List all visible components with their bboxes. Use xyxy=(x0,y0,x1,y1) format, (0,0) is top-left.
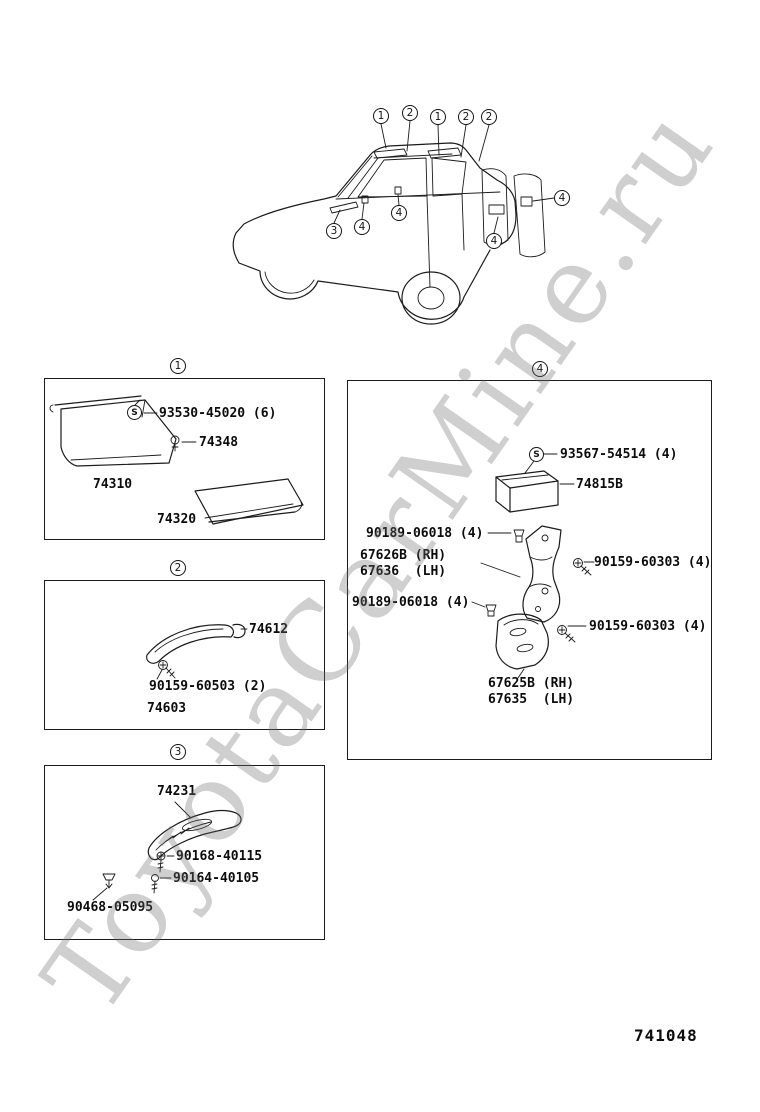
bracket-drawing xyxy=(471,453,595,679)
visor-lh-drawing xyxy=(194,478,304,525)
callout-digit: 2 xyxy=(406,107,414,119)
part-label-armrest-screw1: 90168-40115 xyxy=(176,849,263,864)
box-brackets: S 93567-54514 (4) 74815B 90189-06018 (4)… xyxy=(347,380,712,760)
section-label-1: 1 xyxy=(170,358,186,374)
callout-digit: 4 xyxy=(490,235,498,247)
assist-grip-drawing xyxy=(146,623,248,680)
part-label-bracket2-lh: 67635 (LH) xyxy=(488,692,575,707)
section-label-4: 4 xyxy=(532,361,548,377)
part-label-grommet2: 90189-06018 (4) xyxy=(352,595,470,610)
armrest-drawing xyxy=(92,801,242,901)
part-label-armrest-screw2: 90164-40105 xyxy=(173,871,260,886)
part-label-screw1: 90159-60303 (4) xyxy=(594,555,712,570)
box-assist-grip: 74612 90159-60503 (2) 74603 xyxy=(44,580,325,730)
car-callout-6: 3 xyxy=(326,223,342,239)
part-label-grip-screw: 90159-60503 (2) xyxy=(149,679,267,694)
box-armrest: 74231 90168-40115 90164-40105 90468-0509… xyxy=(44,765,325,940)
part-label-visor-clip: 74348 xyxy=(199,435,239,450)
part-label-bracket2-rh: 67625B (RH) xyxy=(488,676,575,691)
callout-digit: 1 xyxy=(377,110,385,122)
section-digit: 3 xyxy=(174,746,182,758)
grommet2-drawing xyxy=(471,601,497,617)
car-callout-4: 2 xyxy=(458,109,474,125)
part-label-screw2: 90159-60303 (4) xyxy=(589,619,707,634)
part-label-grip-cap: 74612 xyxy=(249,622,289,637)
part-label-tray: 74815B xyxy=(576,477,623,492)
armrest-clip-drawing xyxy=(92,873,116,901)
s-marker: S xyxy=(529,447,544,462)
part-label-grommet1: 90189-06018 (4) xyxy=(366,526,484,541)
part-label-tray-screw: 93567-54514 (4) xyxy=(560,447,678,462)
s-letter: S xyxy=(131,407,138,418)
callout-digit: 4 xyxy=(395,207,403,219)
car-callout-9: 4 xyxy=(486,233,502,249)
part-label-grip: 74603 xyxy=(147,701,187,716)
part-label-visor-lh: 74320 xyxy=(157,512,197,527)
callout-digit: 4 xyxy=(558,192,566,204)
callout-digit: 4 xyxy=(358,221,366,233)
armrest-screw1-drawing xyxy=(156,851,175,873)
car-callout-8: 4 xyxy=(391,205,407,221)
sun-visor-drawing xyxy=(49,395,304,525)
callout-digit: 3 xyxy=(330,225,338,237)
part-label-visor-screw: 93530-45020 (6) xyxy=(159,406,277,421)
car-callout-1: 1 xyxy=(373,108,389,124)
car-callout-10: 4 xyxy=(554,190,570,206)
armrest-screw2-drawing xyxy=(151,874,172,894)
callout-leader-lines xyxy=(333,120,555,234)
car-callout-2: 2 xyxy=(402,105,418,121)
bracket2-drawing xyxy=(495,613,549,679)
box-sun-visors: S 93530-45020 (6) 74348 74310 74320 xyxy=(44,378,325,540)
car-body-outline xyxy=(232,142,517,325)
section-digit: 4 xyxy=(536,363,544,375)
grip-drawing xyxy=(146,624,235,664)
visor-clip-drawing xyxy=(170,435,197,452)
bracket1-drawing xyxy=(480,525,562,623)
screw2-drawing xyxy=(557,625,587,643)
s-letter: S xyxy=(533,449,540,460)
figure-number: 741048 xyxy=(634,1026,698,1045)
part-label-visor-rh: 74310 xyxy=(93,477,133,492)
part-label-bracket1-lh: 67636 (LH) xyxy=(360,564,447,579)
callout-digit: 1 xyxy=(434,111,442,123)
car-callout-3: 1 xyxy=(430,109,446,125)
callout-digit: 2 xyxy=(485,111,493,123)
car-callout-5: 2 xyxy=(481,109,497,125)
grip-screw-drawing xyxy=(156,660,176,680)
section-label-2: 2 xyxy=(170,560,186,576)
section-digit: 1 xyxy=(174,360,182,372)
visor-rh-drawing xyxy=(49,395,177,467)
part-label-armrest-clip: 90468-05095 xyxy=(67,900,154,915)
grip-cap-drawing xyxy=(232,623,248,639)
section-label-3: 3 xyxy=(170,744,186,760)
car-callout-7: 4 xyxy=(354,219,370,235)
s-marker: S xyxy=(127,405,142,420)
car-overview-drawing xyxy=(232,120,555,325)
part-label-bracket1-rh: 67626B (RH) xyxy=(360,548,447,563)
section-digit: 2 xyxy=(174,562,182,574)
part-label-armrest: 74231 xyxy=(157,784,197,799)
grommet1-drawing xyxy=(487,529,525,543)
roof-visor-parts xyxy=(373,147,462,159)
screw1-drawing xyxy=(573,558,595,576)
interior-small-parts xyxy=(329,186,402,214)
callout-digit: 2 xyxy=(462,111,470,123)
tray-drawing xyxy=(495,453,575,513)
